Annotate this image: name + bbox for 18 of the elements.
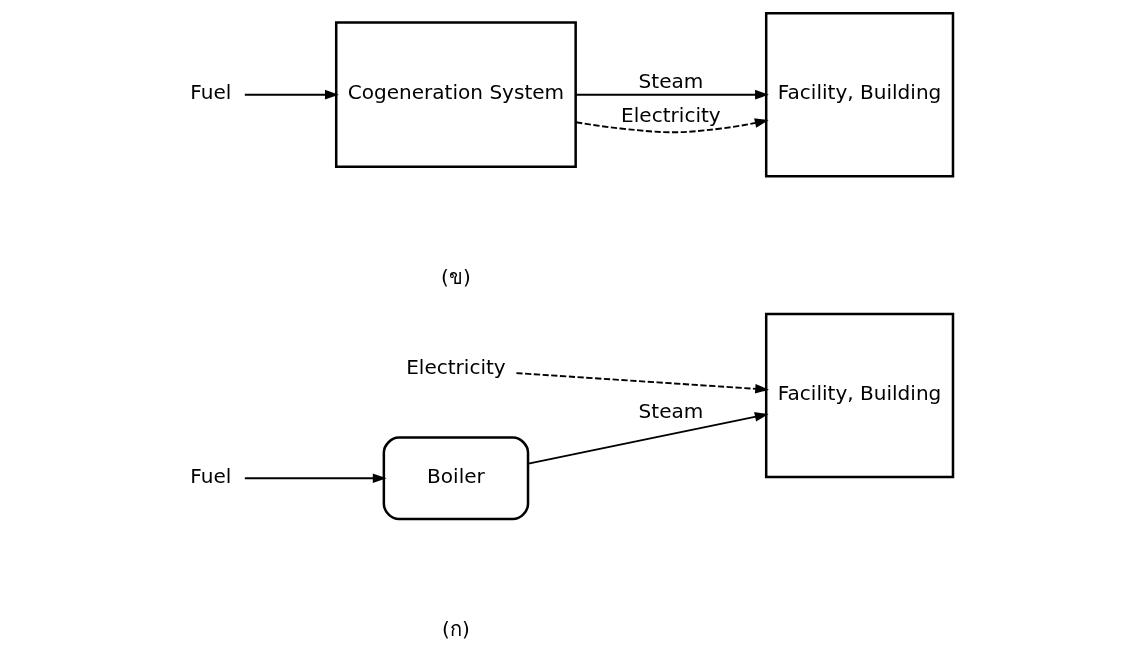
node-box: Cogeneration System	[334, 21, 577, 169]
arrow	[575, 118, 769, 134]
edge-label: Steam	[638, 69, 704, 94]
label: (ก)	[442, 616, 470, 641]
label: (ข)	[441, 264, 471, 289]
node-text: Fuel	[190, 80, 232, 105]
edge-label: Steam	[638, 398, 704, 423]
edge-label: Electricity	[621, 103, 721, 128]
arrow	[574, 89, 769, 100]
node-box: Facility, Building	[764, 312, 955, 479]
node-box: Facility, Building	[764, 11, 955, 178]
arrow	[527, 412, 769, 465]
arrow	[243, 89, 339, 100]
arrow	[243, 473, 387, 484]
node-text: Fuel	[190, 464, 232, 489]
node-box: Boiler	[382, 436, 530, 521]
arrow	[515, 372, 769, 394]
node-text: Electricity	[406, 354, 506, 379]
